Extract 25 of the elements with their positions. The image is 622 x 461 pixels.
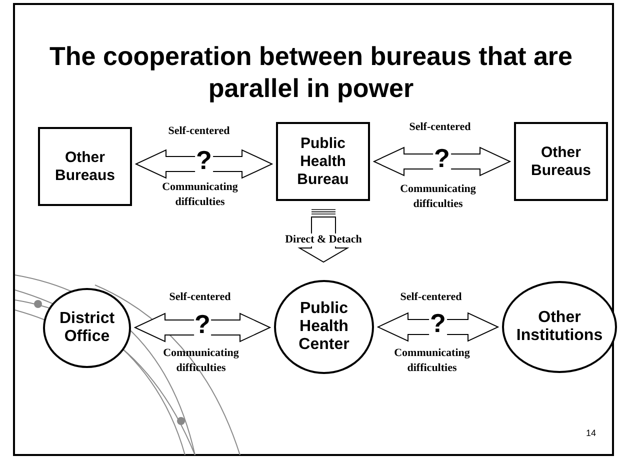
arrow-annotation: Self-centered <box>168 290 232 305</box>
process-box <box>514 122 608 201</box>
question-mark: ? <box>429 311 447 335</box>
arrow-annotation: Self-centered <box>167 124 231 139</box>
arrow-annotation: Self-centered <box>399 290 463 305</box>
node-label: Other Bureaus <box>54 148 116 184</box>
question-mark: ? <box>194 312 212 336</box>
slide-title: The cooperation between bureaus that are parallel in power <box>48 40 574 104</box>
page-number: 14 <box>586 428 596 438</box>
node-label: Other Bureaus <box>530 144 592 180</box>
question-mark: ? <box>433 146 451 170</box>
node-label: District Office <box>58 310 116 346</box>
question-mark: ? <box>195 148 213 172</box>
node-label: Public Health Center <box>298 300 350 354</box>
node-label: Public Health Bureau <box>296 134 350 188</box>
arrow-annotation: Communicating difficulties <box>161 180 239 210</box>
edge-label: Direct & Detach <box>284 233 363 246</box>
node-label: Other Institutions <box>515 309 604 345</box>
arrow-annotation: Communicating difficulties <box>399 182 477 212</box>
arrow-annotation: Communicating difficulties <box>162 346 240 376</box>
arrow-annotation: Communicating difficulties <box>393 346 471 376</box>
ellipse-node <box>43 288 131 368</box>
arrow-annotation: Self-centered <box>408 120 472 135</box>
process-box <box>38 127 132 206</box>
process-box <box>276 122 370 201</box>
